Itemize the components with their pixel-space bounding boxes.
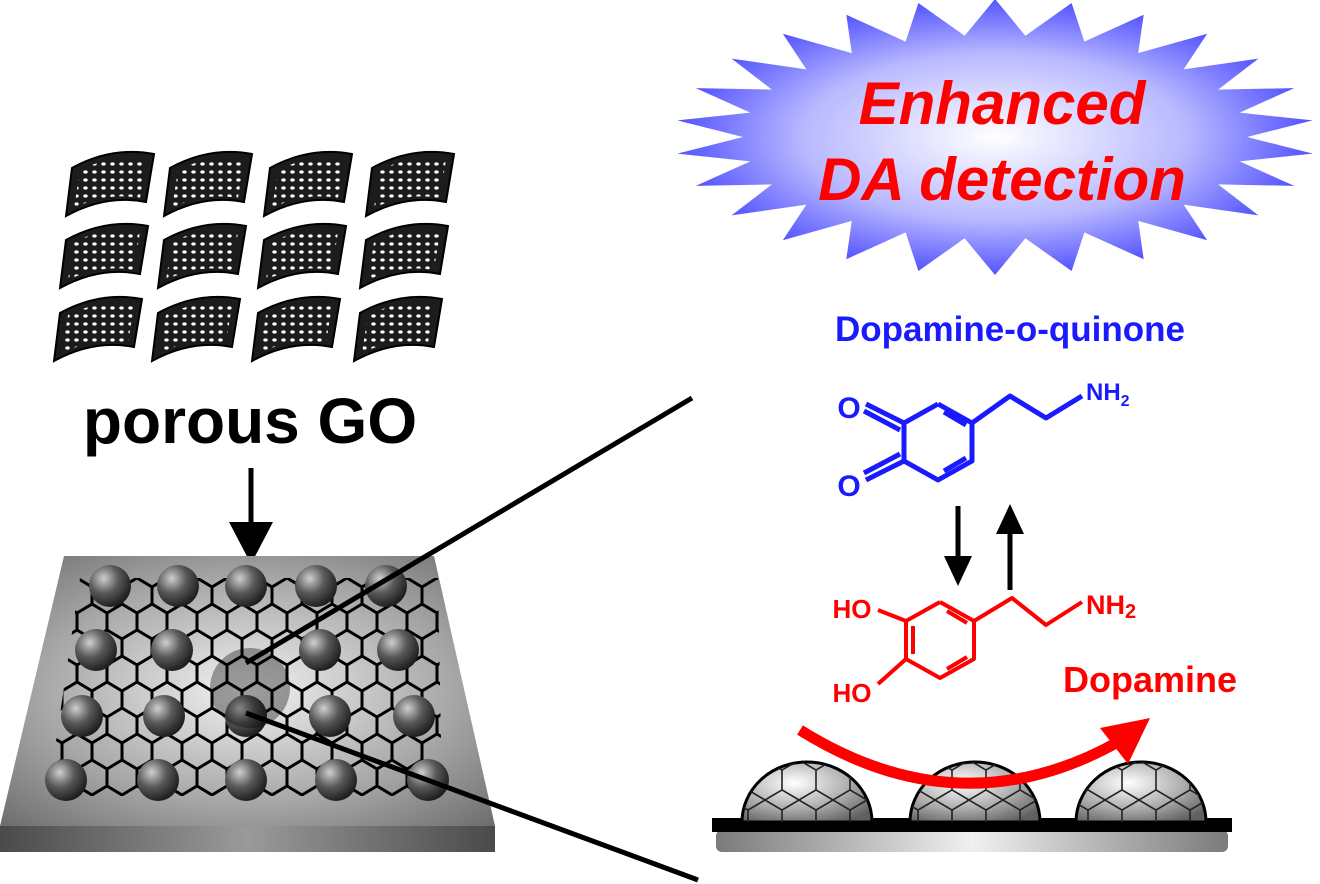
quinone-amine: NH2 xyxy=(1086,379,1130,410)
dopamine-name: Dopamine xyxy=(1063,659,1237,700)
go-sheet-9 xyxy=(52,295,144,363)
nanoparticle-16 xyxy=(137,759,179,801)
down-arrow-icon xyxy=(229,468,273,564)
go-sheet-5 xyxy=(58,222,150,290)
red-curved-arrow-icon xyxy=(797,718,1150,789)
starburst-badge: Enhanced DA detection xyxy=(677,0,1313,275)
nanoparticle-1 xyxy=(89,565,131,607)
go-sheet-11 xyxy=(250,295,342,363)
burst-title-line1: Enhanced xyxy=(859,70,1147,137)
electrode-with-porous-go xyxy=(0,556,495,852)
nanoparticle-6 xyxy=(75,629,117,671)
burst-title-line2: DA detection xyxy=(818,146,1186,213)
oxidation-up-arrow-icon xyxy=(996,504,1024,590)
nanoparticle-7 xyxy=(151,629,193,671)
nanoparticle-11 xyxy=(143,695,185,737)
quinone-oxygen-bottom: O xyxy=(837,470,860,503)
go-sheet-7 xyxy=(256,222,348,290)
go-sheet-3 xyxy=(262,150,354,218)
quinone-oxygen-top: O xyxy=(837,392,860,425)
nanoparticle-4 xyxy=(295,565,337,607)
dopamine-amine: NH2 xyxy=(1086,590,1136,623)
go-dome-1 xyxy=(740,760,874,824)
porous-go-sheets xyxy=(52,150,456,363)
nanoparticle-15 xyxy=(45,759,87,801)
quinone-structure xyxy=(862,393,1084,483)
porous-go-label: porous GO xyxy=(83,385,417,457)
dopamine-hydroxyl-top: HO xyxy=(833,594,872,624)
go-dome-2 xyxy=(908,760,1042,824)
dopamine-hydroxyl-bottom: HO xyxy=(833,678,872,708)
go-sheet-10 xyxy=(150,295,242,363)
go-sheet-6 xyxy=(156,222,248,290)
nanoparticle-17 xyxy=(225,759,267,801)
go-sheet-2 xyxy=(162,150,254,218)
nanoparticle-18 xyxy=(315,759,357,801)
zoom-lines xyxy=(244,395,699,883)
nanoparticle-3 xyxy=(225,565,267,607)
zoom-region xyxy=(210,648,290,728)
nanoparticle-9 xyxy=(377,629,419,671)
go-sheet-8 xyxy=(358,222,450,290)
dopamine-structure xyxy=(876,596,1084,686)
quinone-name: Dopamine-o-quinone xyxy=(835,310,1185,349)
go-sheet-1 xyxy=(64,150,156,218)
nanoparticle-13 xyxy=(309,695,351,737)
nanoparticle-2 xyxy=(157,565,199,607)
go-sheet-4 xyxy=(364,150,456,218)
reduction-down-arrow-icon xyxy=(944,506,972,586)
electrode-surface xyxy=(712,760,1232,852)
nanoparticle-12 xyxy=(225,695,267,737)
go-dome-3 xyxy=(1074,760,1208,824)
nanoparticle-8 xyxy=(299,629,341,671)
go-sheet-12 xyxy=(352,295,444,363)
nanoparticle-10 xyxy=(61,695,103,737)
nanoparticle-14 xyxy=(393,695,435,737)
